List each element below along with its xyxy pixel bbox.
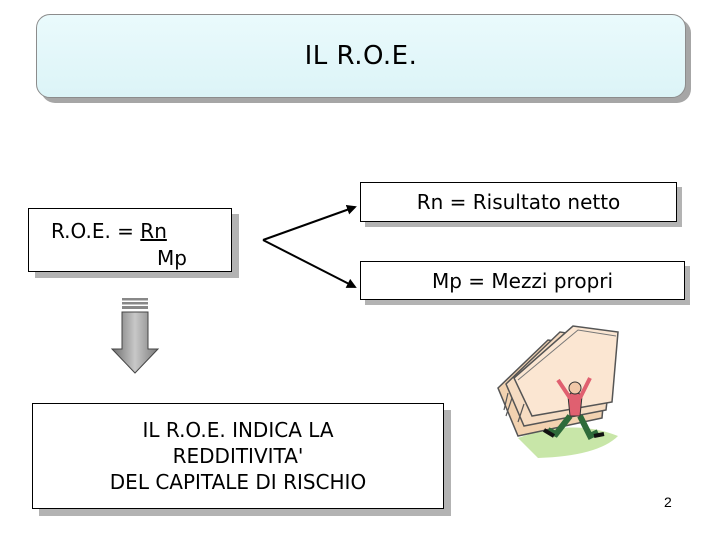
formula-line-1: R.O.E. = Rn [51, 219, 167, 243]
arrow-to-rn [262, 204, 357, 241]
formula-box: R.O.E. = Rn Mp [28, 208, 232, 272]
person-under-papers-clipart [497, 325, 619, 458]
down-arrow-icon [110, 298, 160, 374]
arrow-to-mp [262, 239, 357, 288]
page-number: 2 [664, 494, 672, 510]
conclusion-line-1: IL R.O.E. INDICA LA [142, 418, 334, 442]
conclusion-box: IL R.O.E. INDICA LA REDDITIVITA' DEL CAP… [32, 403, 444, 509]
definition-rn: Rn = Risultato netto [360, 182, 677, 222]
branch-arrows [262, 204, 357, 288]
definition-mp: Mp = Mezzi propri [360, 261, 685, 300]
formula-prefix: R.O.E. = [51, 219, 141, 243]
formula-denominator: Mp [157, 246, 187, 270]
slide-title: IL R.O.E. [36, 14, 686, 98]
conclusion-line-2: REDDITIVITA' [172, 444, 304, 468]
conclusion-line-3: DEL CAPITALE DI RISCHIO [109, 470, 367, 494]
formula-numerator: Rn [140, 219, 167, 243]
